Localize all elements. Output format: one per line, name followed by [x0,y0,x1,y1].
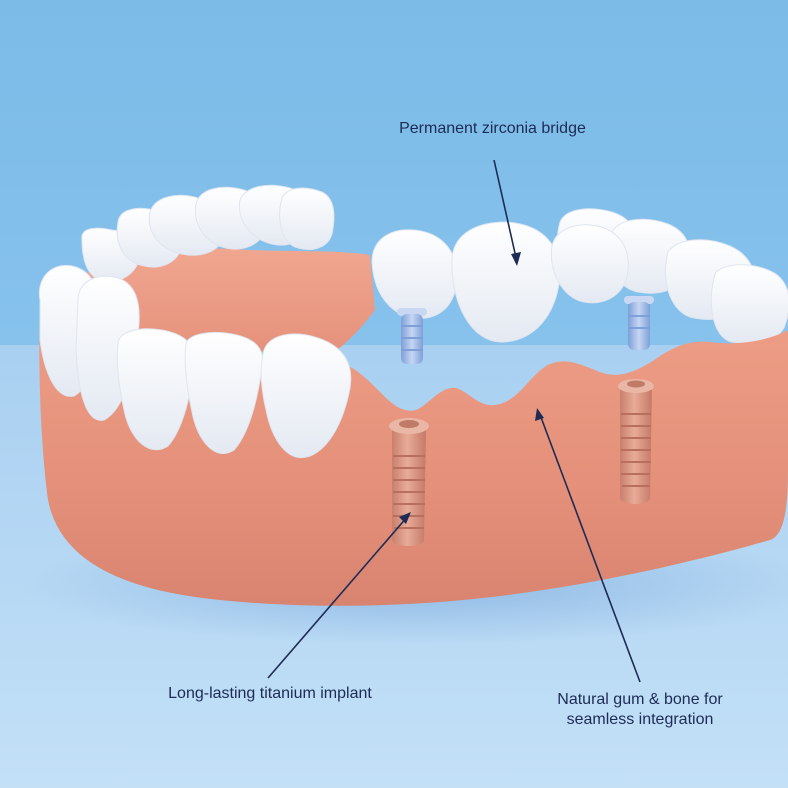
gum-leader-arrowhead [535,408,544,421]
label-gum-bone-line1: Natural gum & bone for [557,691,723,708]
gum-leader-line [538,411,641,683]
label-gum-bone-line2: seamless integration [566,711,714,728]
implant-leader-line [267,515,409,679]
titanium-implant-front [389,418,429,546]
front-teeth [38,264,352,458]
leader-lines [267,159,641,683]
label-gum-bone: Natural gum & bone for seamless integrat… [505,690,775,730]
implant-leader-arrowhead [399,512,411,524]
bridge-leader-line [493,159,518,263]
label-titanium-implant: Long-lasting titanium implant [168,685,372,702]
zirconia-bridge [371,221,629,343]
bridge-abutment-left [397,308,427,364]
bridge-abutment-right [624,296,654,350]
bridge-leader-arrowhead [511,252,521,266]
titanium-implant-back [618,379,654,504]
label-zirconia-bridge: Permanent zirconia bridge [399,120,586,137]
back-teeth-left [81,184,335,283]
